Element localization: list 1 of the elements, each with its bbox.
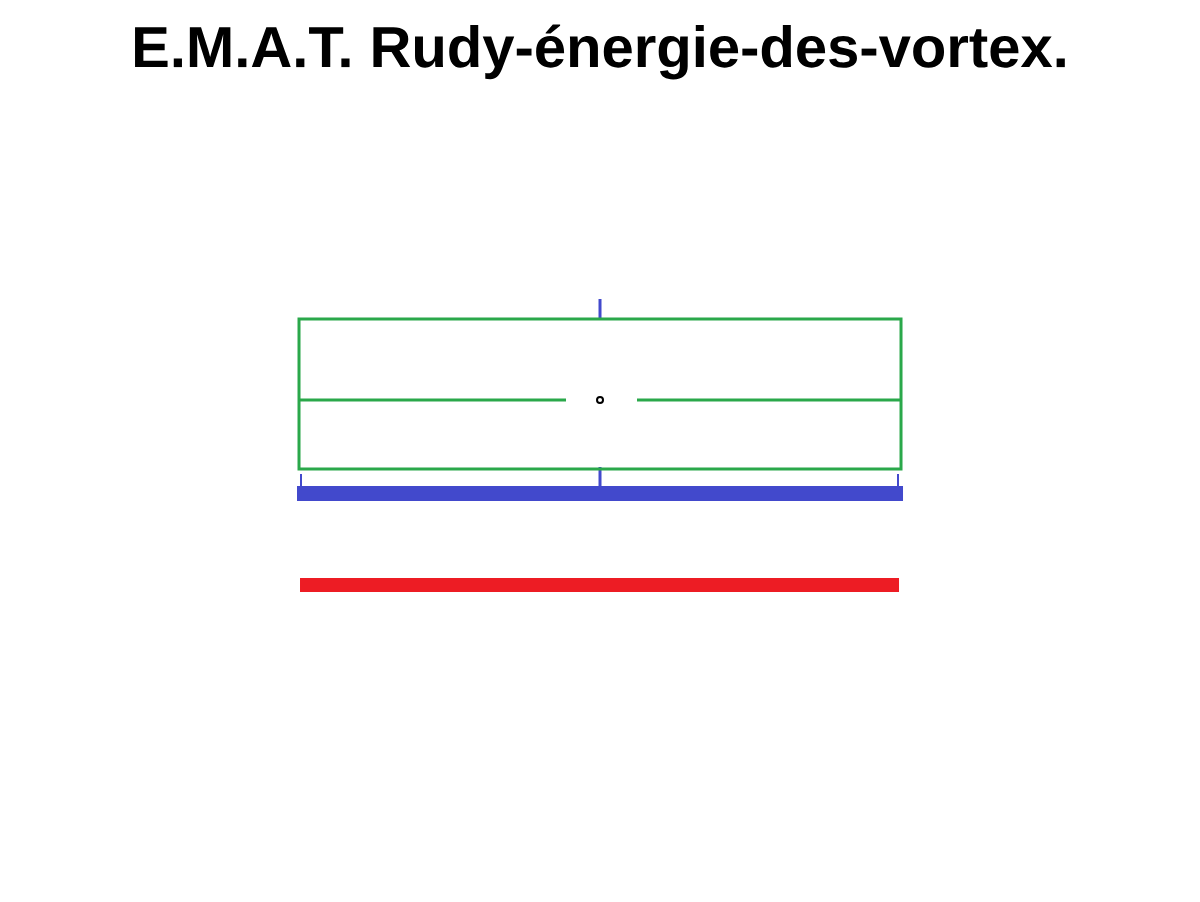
title: E.M.A.T. Rudy-énergie-des-vortex. xyxy=(135,24,1065,80)
